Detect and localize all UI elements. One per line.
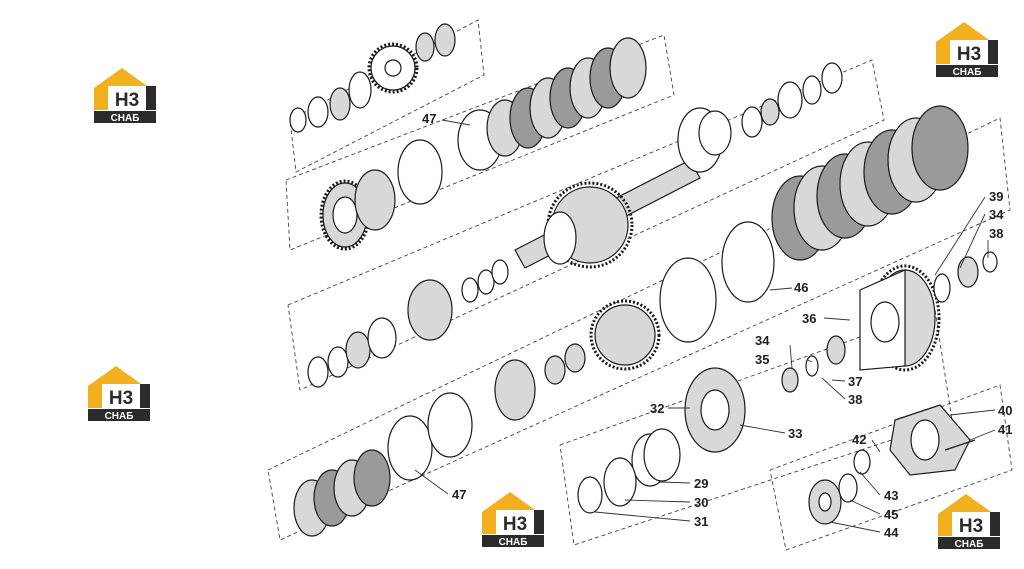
callout-41: 41 <box>998 422 1012 437</box>
callout-46: 46 <box>794 280 808 295</box>
callout-37: 37 <box>848 374 862 389</box>
callout-44: 44 <box>884 525 899 540</box>
brand-logo-watermark: H3 СНАБ <box>84 360 154 422</box>
callout-36: 36 <box>802 311 816 326</box>
callout-35: 35 <box>755 352 769 367</box>
callout-31: 31 <box>694 514 708 529</box>
brand-logo-watermark: H3 СНАБ <box>478 486 548 548</box>
part-ring-row-top <box>289 23 456 133</box>
svg-text:H3: H3 <box>109 388 133 409</box>
svg-text:СНАБ: СНАБ <box>111 113 140 124</box>
svg-text:H3: H3 <box>957 44 981 65</box>
svg-text:H3: H3 <box>503 514 527 535</box>
part-cover-plate <box>808 404 976 525</box>
callout-42: 42 <box>852 432 866 447</box>
brand-logo-watermark: H3 СНАБ <box>932 16 1002 78</box>
svg-text:СНАБ: СНАБ <box>105 411 134 422</box>
part-clutch-pack-upper <box>319 37 647 251</box>
callout-47: 47 <box>422 111 436 126</box>
callout-34-lower: 34 <box>755 333 770 348</box>
callout-29: 29 <box>694 476 708 491</box>
callout-labels: 47 47 46 39 34 38 36 34 35 37 38 32 33 4… <box>422 111 1012 540</box>
brand-logo-watermark: H3 СНАБ <box>934 488 1004 550</box>
part-piston-row <box>307 257 717 421</box>
part-drum-housing <box>781 251 998 393</box>
svg-text:СНАБ: СНАБ <box>953 67 982 78</box>
svg-text:СНАБ: СНАБ <box>955 539 984 550</box>
callout-45: 45 <box>884 507 898 522</box>
svg-text:СНАБ: СНАБ <box>499 537 528 548</box>
brand-logo-watermark: H3 СНАБ <box>90 62 160 124</box>
leader-lines <box>414 119 996 533</box>
callout-32: 32 <box>650 401 664 416</box>
svg-text:H3: H3 <box>115 90 139 111</box>
callout-43: 43 <box>884 488 898 503</box>
callout-38-lower: 38 <box>848 392 862 407</box>
svg-text:H3: H3 <box>959 516 983 537</box>
callout-40: 40 <box>998 403 1012 418</box>
callout-38-upper: 38 <box>989 226 1003 241</box>
callout-39: 39 <box>989 189 1003 204</box>
callout-47-lower: 47 <box>452 487 466 502</box>
part-pump-housing <box>577 367 746 514</box>
part-clutch-pack-right <box>721 105 969 303</box>
part-clutch-pack-lower <box>293 392 473 537</box>
callout-34-upper: 34 <box>989 207 1004 222</box>
callout-33: 33 <box>788 426 802 441</box>
part-main-shaft <box>514 62 843 269</box>
callout-30: 30 <box>694 495 708 510</box>
